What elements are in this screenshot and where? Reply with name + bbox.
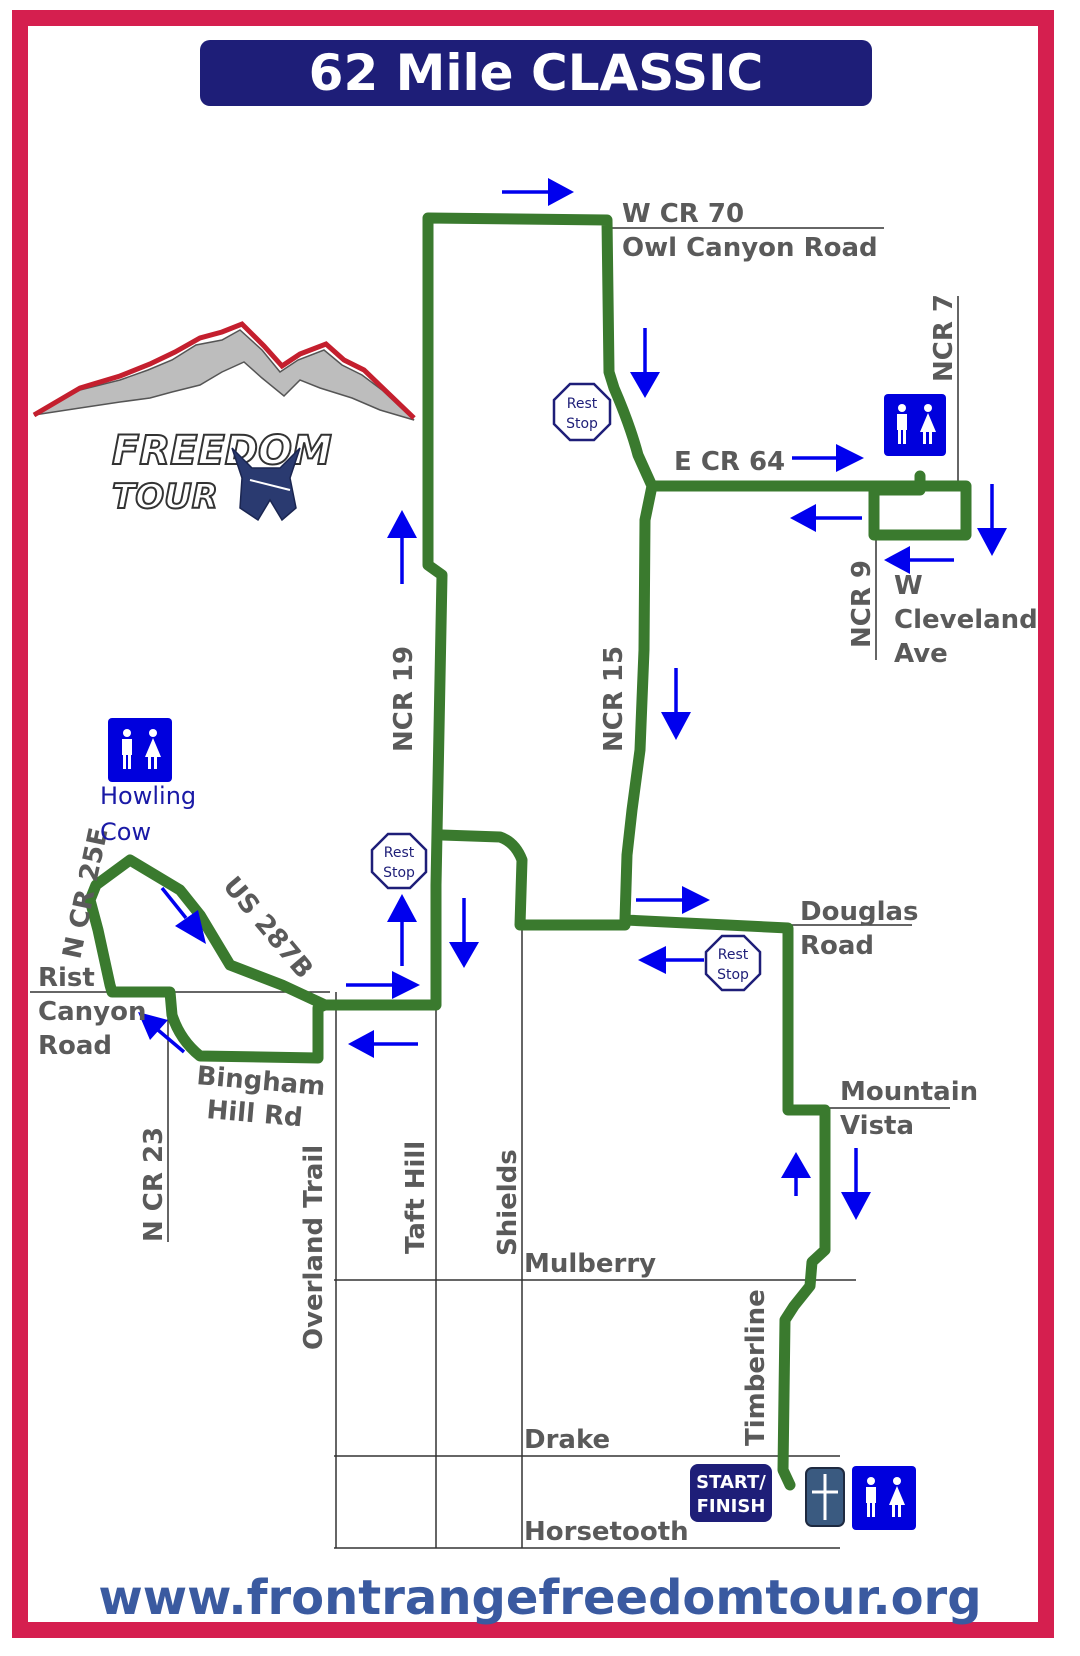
rest-stop-label: Rest: [567, 396, 598, 412]
direction-arrow-icon: [348, 1030, 418, 1058]
route-west-loop: [84, 854, 331, 1064]
rest-stop-top: Rest Stop: [552, 382, 612, 442]
restroom-icon: [884, 394, 946, 456]
direction-arrows: [138, 178, 1007, 1220]
direction-arrow-icon: [790, 504, 862, 532]
label-w: W: [894, 571, 923, 601]
label-ave: Ave: [894, 639, 948, 669]
rest-stop-icon: [370, 832, 428, 890]
rest-stop-douglas: Rest Stop: [704, 934, 762, 992]
label-ncr23: N CR 23: [139, 1127, 169, 1242]
label-horsetooth: Horsetooth: [524, 1517, 689, 1547]
direction-arrow-icon: [387, 894, 417, 966]
rest-stop-label: Rest: [384, 845, 415, 861]
mountain-logo-icon: [33, 329, 415, 421]
restroom-howling-cow: [108, 718, 172, 782]
label-douglas-road: Road: [800, 931, 874, 961]
direction-arrow-icon: [138, 1012, 186, 1054]
direction-arrow-icon: [841, 1148, 871, 1220]
direction-arrow-icon: [636, 886, 710, 914]
direction-arrow-icon: [638, 946, 704, 974]
label-vista: Vista: [840, 1111, 914, 1141]
label-timberline: Timberline: [741, 1289, 771, 1446]
direction-arrow-icon: [977, 484, 1007, 556]
logo-tour: TOUR: [112, 477, 218, 517]
label-howling: Howling: [100, 782, 196, 810]
restroom-icon: [852, 1466, 916, 1530]
label-cleveland: Cleveland: [894, 605, 1038, 635]
direction-arrow-icon: [661, 668, 691, 740]
label-rist: Rist: [38, 963, 95, 993]
rest-stop-label: Stop: [717, 967, 749, 983]
label-mountain: Mountain: [840, 1077, 978, 1107]
route-taft-shields-link: [436, 829, 631, 931]
finish-label: FINISH: [697, 1496, 766, 1517]
direction-arrow-icon: [630, 328, 660, 398]
logo-freedom: FREEDOM: [112, 428, 332, 474]
freedom-tour-logo: FREEDOM TOUR: [32, 321, 416, 522]
rest-stop-taft: Rest Stop: [370, 832, 428, 890]
direction-arrow-icon: [346, 971, 420, 999]
label-cow: Cow: [100, 818, 151, 846]
road-labels: W CR 70 Owl Canyon Road NCR 7 E CR 64 NC…: [38, 199, 1038, 1547]
restroom-icon: [108, 718, 172, 782]
direction-arrow-icon: [449, 898, 479, 968]
label-ncr9: NCR 9: [847, 560, 877, 648]
rest-stop-icon: [704, 934, 762, 992]
label-ecr64: E CR 64: [674, 447, 785, 477]
poster-border: [12, 10, 1054, 1638]
start-finish-badge: START/ FINISH: [690, 1464, 772, 1522]
label-taft: Taft Hill: [401, 1141, 431, 1254]
mountain-ridge-icon: [32, 321, 416, 420]
title-banner: 62 Mile CLASSIC: [200, 40, 872, 106]
restroom-start: [852, 1466, 916, 1530]
label-wcr70: W CR 70: [622, 199, 744, 229]
rest-stop-label: Rest: [718, 947, 749, 963]
direction-arrow-icon: [387, 510, 417, 584]
route-cr64-spur: [646, 470, 972, 541]
label-ncr7: NCR 7: [929, 294, 959, 382]
label-ncr15: NCR 15: [599, 646, 629, 752]
rest-stop-label: Stop: [566, 416, 598, 432]
restroom-cr64: [884, 394, 946, 456]
road-grid: [30, 227, 959, 1549]
direction-arrow-icon: [502, 178, 574, 206]
website-link[interactable]: www.frontrangefreedomtour.org: [98, 1570, 982, 1626]
label-road: Road: [38, 1031, 112, 1061]
church-icon: [805, 1467, 845, 1527]
rest-stop-icon: [552, 382, 612, 442]
label-overland: Overland Trail: [299, 1145, 329, 1350]
label-hill-rd: Hill Rd: [205, 1095, 303, 1133]
route-main-loop: [319, 212, 831, 1491]
start-finish-box: [690, 1464, 772, 1522]
butterfly-icon: [231, 447, 301, 522]
direction-arrow-icon: [781, 1152, 811, 1196]
label-shields: Shields: [493, 1149, 523, 1256]
label-douglas: Douglas: [800, 897, 919, 927]
start-label: START/: [696, 1472, 766, 1493]
label-mulberry: Mulberry: [524, 1249, 656, 1279]
label-ncr19: NCR 19: [389, 646, 419, 752]
direction-arrow-icon: [160, 886, 206, 944]
direction-arrow-icon: [792, 444, 864, 472]
route-path: [84, 212, 972, 1491]
label-canyon: Canyon: [38, 997, 146, 1027]
direction-arrow-icon: [884, 546, 954, 574]
label-owl-canyon: Owl Canyon Road: [622, 233, 878, 263]
rest-stop-label: Stop: [383, 865, 415, 881]
label-drake: Drake: [524, 1425, 610, 1455]
